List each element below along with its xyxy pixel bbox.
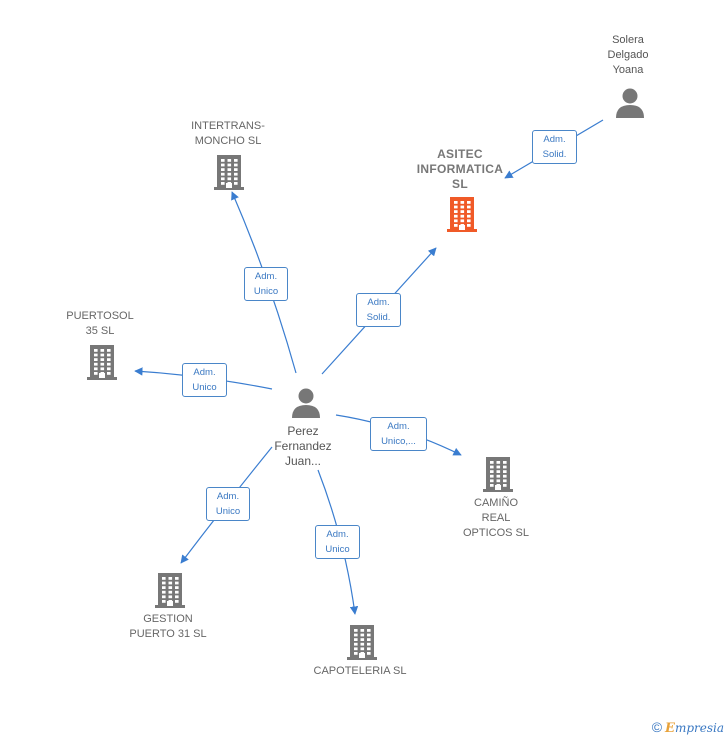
person-icon-center[interactable] [290,388,322,423]
brand-initial: E [665,721,675,736]
building-icon-puertosol[interactable] [86,344,118,385]
building-icon-capoteleria[interactable] [346,624,378,665]
edge-label-center-puertosol: Adm. Unico [182,363,227,397]
node-label-capoteleria[interactable]: CAPOTELERIA SL [313,665,407,677]
building-icon-gestion[interactable] [154,572,186,613]
edge-label-center-intertrans: Adm. Unico [244,267,288,301]
edge-label-center-caminho: Adm. Unico,... [370,417,427,451]
brand-name: mpresia [674,721,724,735]
node-label-caminho[interactable]: CAMIÑO REAL OPTICOS SL [462,497,530,539]
edge-label-center-gestion: Adm. Unico [206,487,250,521]
node-label-solera[interactable]: Solera Delgado Yoana [607,34,649,76]
person-icon-solera[interactable] [614,88,646,123]
edge-label-solera-asitec: Adm. Solid. [532,130,577,164]
node-label-center-person[interactable]: Perez Fernandez Juan... [274,424,332,468]
building-icon-intertrans[interactable] [213,154,245,195]
node-label-asitec[interactable]: ASITEC INFORMATICA SL [416,147,504,191]
copyright-symbol: © [651,719,663,735]
building-icon-asitec[interactable] [446,196,478,237]
footer-brand[interactable]: ©Empresia [652,719,724,736]
node-label-gestion[interactable]: GESTION PUERTO 31 SL [129,613,207,640]
edge-label-center-asitec: Adm. Solid. [356,293,401,327]
building-icon-caminho[interactable] [482,456,514,497]
edge-label-center-capoteleria: Adm. Unico [315,525,360,559]
node-label-puertosol[interactable]: PUERTOSOL 35 SL [66,310,134,337]
node-label-intertrans[interactable]: INTERTRANS- MONCHO SL [191,120,265,147]
